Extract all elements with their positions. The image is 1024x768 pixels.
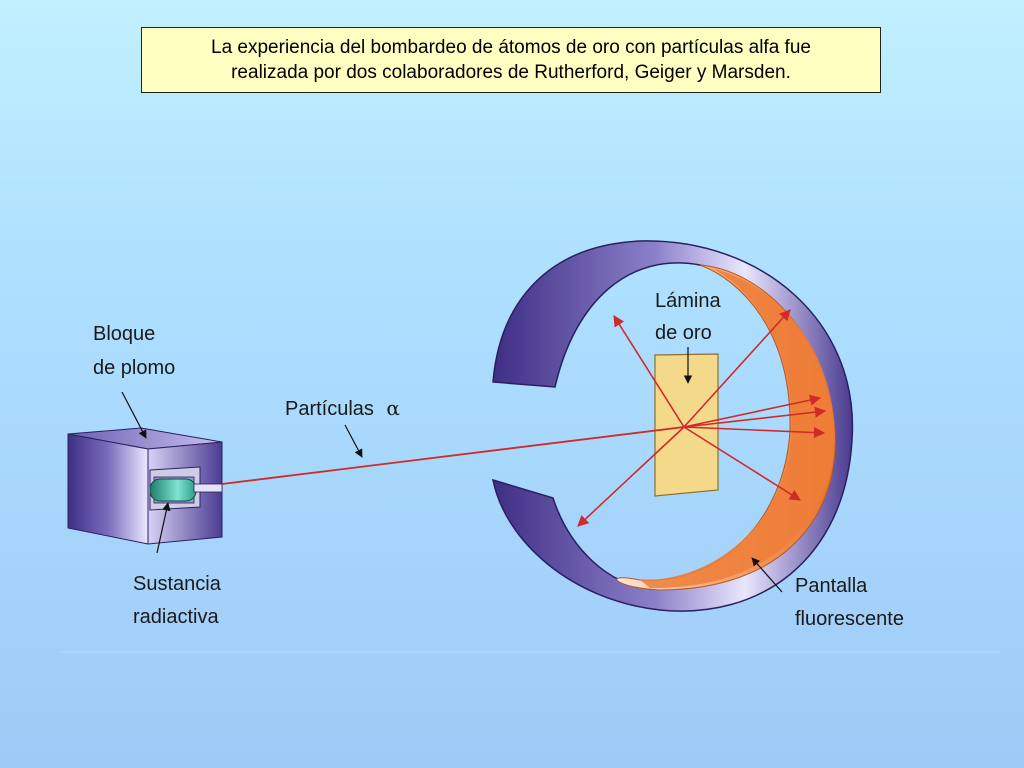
pointer-source: [156, 502, 171, 554]
path-up: [683, 309, 791, 428]
alpha-symbol: α: [386, 396, 400, 420]
path-back-down: [577, 426, 685, 527]
title-line-2: realizada por dos colaboradores de Ruthe…: [231, 62, 791, 83]
title-line-1: La experiencia del bombardeo de átomos d…: [211, 37, 811, 58]
path-straight-3: [683, 426, 826, 439]
pointer-lead-block: [121, 391, 147, 439]
pointer-alpha: [344, 424, 363, 458]
path-down: [683, 426, 801, 501]
fluorescent-screen: [492, 240, 854, 612]
alpha-beam: [221, 426, 685, 485]
label-source-2: radiactiva: [133, 606, 219, 628]
label-source-1: Sustancia: [133, 573, 222, 595]
deflected-paths: [577, 309, 827, 527]
lead-block: [67, 427, 223, 545]
label-lead-block-2: de plomo: [93, 357, 175, 379]
pointer-screen: [751, 557, 783, 593]
path-straight-2: [683, 406, 827, 428]
label-lead-block-1: Bloque: [93, 323, 155, 345]
label-alpha: Partículas α: [285, 396, 400, 420]
label-screen-2: fluorescente: [795, 608, 904, 630]
pointer-arrows: [121, 347, 783, 593]
path-straight-1: [683, 394, 822, 428]
label-gold-foil-2: de oro: [655, 322, 712, 344]
path-back-up: [613, 315, 685, 428]
label-gold-foil-1: Lámina: [655, 290, 721, 312]
radioactive-source: [149, 478, 197, 502]
title-box: La experiencia del bombardeo de átomos d…: [141, 27, 881, 93]
label-alpha-text: Partículas: [285, 398, 374, 420]
label-screen-1: Pantalla: [795, 575, 868, 597]
